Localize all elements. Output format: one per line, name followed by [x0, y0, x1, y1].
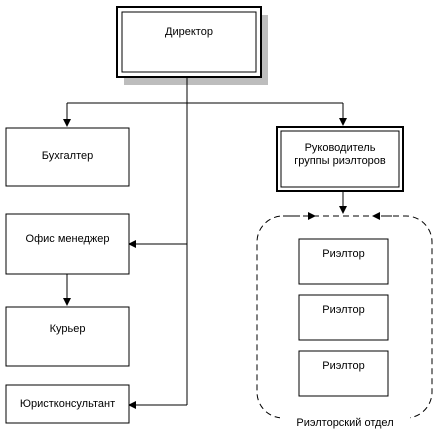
lawyer-label: Юристконсультант	[19, 397, 116, 410]
group-head-label: Руководитель группы риэлторов	[294, 142, 386, 167]
director-box	[116, 6, 262, 78]
realtor-box-2	[298, 294, 389, 341]
accountant-box	[5, 127, 130, 187]
realtor-box-3	[298, 350, 389, 397]
realtor-label-1: Риэлтор	[322, 247, 365, 260]
director-box-inner	[121, 11, 257, 73]
realtor-label-3: Риэлтор	[322, 359, 365, 372]
courier-box	[5, 306, 130, 367]
office-manager-label: Офис менеджер	[25, 232, 110, 245]
office-manager-box	[5, 213, 130, 275]
courier-label: Курьер	[49, 323, 86, 335]
director-label: Директор	[165, 25, 213, 38]
realtor-label-2: Риэлтор	[322, 303, 365, 316]
group-head-box	[276, 126, 404, 192]
accountant-label: Бухгалтер	[41, 149, 94, 162]
lawyer-box	[5, 384, 130, 424]
realtor-box-1	[298, 238, 389, 285]
group-head-box-inner	[280, 130, 400, 188]
realtor-department-label: Риэлторский отдел	[280, 415, 410, 431]
